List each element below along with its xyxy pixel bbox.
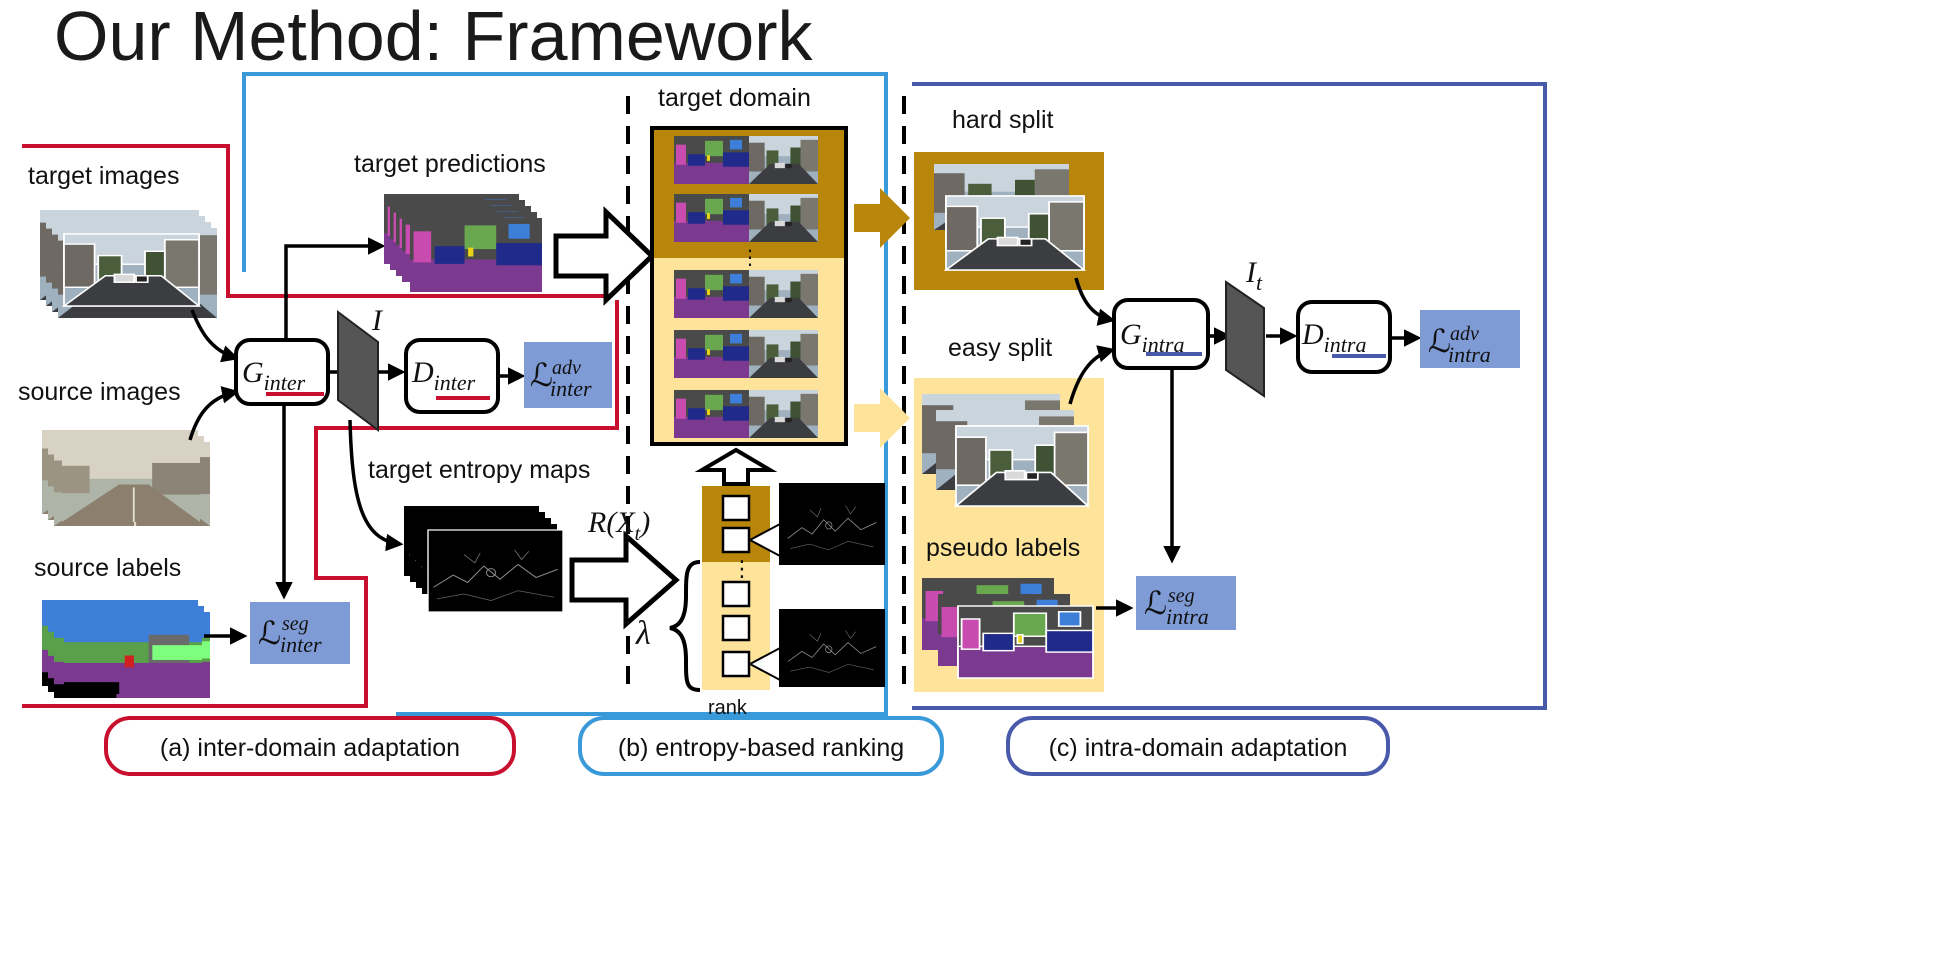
target-domain-ellipsis: ⋮ xyxy=(740,247,760,269)
label-hard-split: hard split xyxy=(952,106,1053,134)
arrow-easy-to-g-intra xyxy=(1068,345,1116,405)
entropy-maps-stack xyxy=(403,505,564,613)
feature-map-it xyxy=(1225,280,1265,398)
label-target-predictions: target predictions xyxy=(354,150,546,178)
arrow-feature-to-entropy-maps xyxy=(348,419,404,552)
arrow-g-inter-to-predictions xyxy=(284,237,386,340)
easy-split-images xyxy=(922,394,1089,507)
rank-callout-low xyxy=(747,609,885,687)
arrow-source-to-g-inter xyxy=(188,386,240,441)
feature-map-i xyxy=(337,310,379,432)
lambda-label: λ xyxy=(635,615,651,652)
rank-cells xyxy=(721,494,751,678)
rank-brace xyxy=(669,560,701,692)
loss-seg-inter-sup: seg xyxy=(282,613,309,635)
loss-seg-inter-box xyxy=(250,602,350,664)
source-labels-stack xyxy=(42,600,210,698)
arrow-easy-split xyxy=(854,388,910,448)
loss-adv-inter-sup: adv xyxy=(552,357,581,379)
feature-i-label: I xyxy=(371,304,384,337)
caption-c: (c) intra-domain adaptation xyxy=(1049,734,1348,762)
caption-a: (a) inter-domain adaptation xyxy=(160,734,460,762)
caption-b: (b) entropy-based ranking xyxy=(618,734,904,762)
loss-seg-intra-sub: intra xyxy=(1166,604,1209,629)
loss-seg-inter-sub: inter xyxy=(280,632,322,657)
target-domain-box xyxy=(650,126,848,446)
section-b-outline xyxy=(242,72,888,716)
section-c-outline xyxy=(912,82,1547,710)
r-xt-label: R(Xt) xyxy=(587,506,650,545)
arrow-entropy-to-rank xyxy=(569,530,680,630)
g-intra-box xyxy=(1112,298,1210,370)
loss-seg-intra-sup: seg xyxy=(1168,585,1195,607)
loss-adv-intra-symbol: ℒ xyxy=(1428,323,1451,359)
rank-callout-high xyxy=(747,483,885,565)
loss-adv-inter-sub: inter xyxy=(550,376,592,401)
section-a-outline xyxy=(22,144,619,708)
loss-adv-inter-symbol: ℒ xyxy=(530,357,553,393)
label-target-images: target images xyxy=(28,162,179,190)
hard-split-images xyxy=(934,164,1085,271)
loss-adv-intra-sub: intra xyxy=(1448,342,1491,367)
target-images-stack xyxy=(40,210,217,318)
g-inter-label: Ginter xyxy=(242,356,306,395)
page-title: Our Method: Framework xyxy=(54,0,814,75)
loss-adv-intra-sup: adv xyxy=(1450,323,1479,345)
loss-seg-intra-symbol: ℒ xyxy=(1144,585,1167,621)
arrow-hard-split xyxy=(854,188,910,248)
d-intra-label: Dintra xyxy=(1301,318,1366,357)
caption-b-box xyxy=(578,716,944,776)
arrow-rank-to-target-domain xyxy=(694,447,778,486)
target-domain-pairs xyxy=(674,136,818,438)
caption-a-box xyxy=(104,716,516,776)
label-rank: rank xyxy=(708,697,748,719)
caption-c-box xyxy=(1006,716,1390,776)
label-source-images: source images xyxy=(18,378,181,406)
arrow-predictions-to-target-domain xyxy=(553,206,656,306)
feature-it-label: It xyxy=(1245,256,1263,295)
label-easy-split: easy split xyxy=(948,334,1052,362)
d-inter-label: Dinter xyxy=(411,356,476,395)
target-predictions-stack xyxy=(384,194,542,292)
arrow-target-to-g-inter xyxy=(190,309,240,363)
loss-adv-intra-box xyxy=(1420,310,1520,368)
loss-adv-inter-box xyxy=(524,342,612,408)
source-images-stack xyxy=(40,428,212,528)
label-target-domain: target domain xyxy=(658,84,811,112)
label-pseudo-labels: pseudo labels xyxy=(926,534,1080,562)
loss-seg-intra-box xyxy=(1136,576,1236,630)
arrow-hard-to-g-intra xyxy=(1074,277,1116,326)
rank-ellipsis: ⋮ xyxy=(731,556,753,581)
loss-seg-inter-symbol: ℒ xyxy=(258,615,281,651)
label-source-labels: source labels xyxy=(34,554,181,582)
label-target-entropy-maps: target entropy maps xyxy=(368,456,590,484)
